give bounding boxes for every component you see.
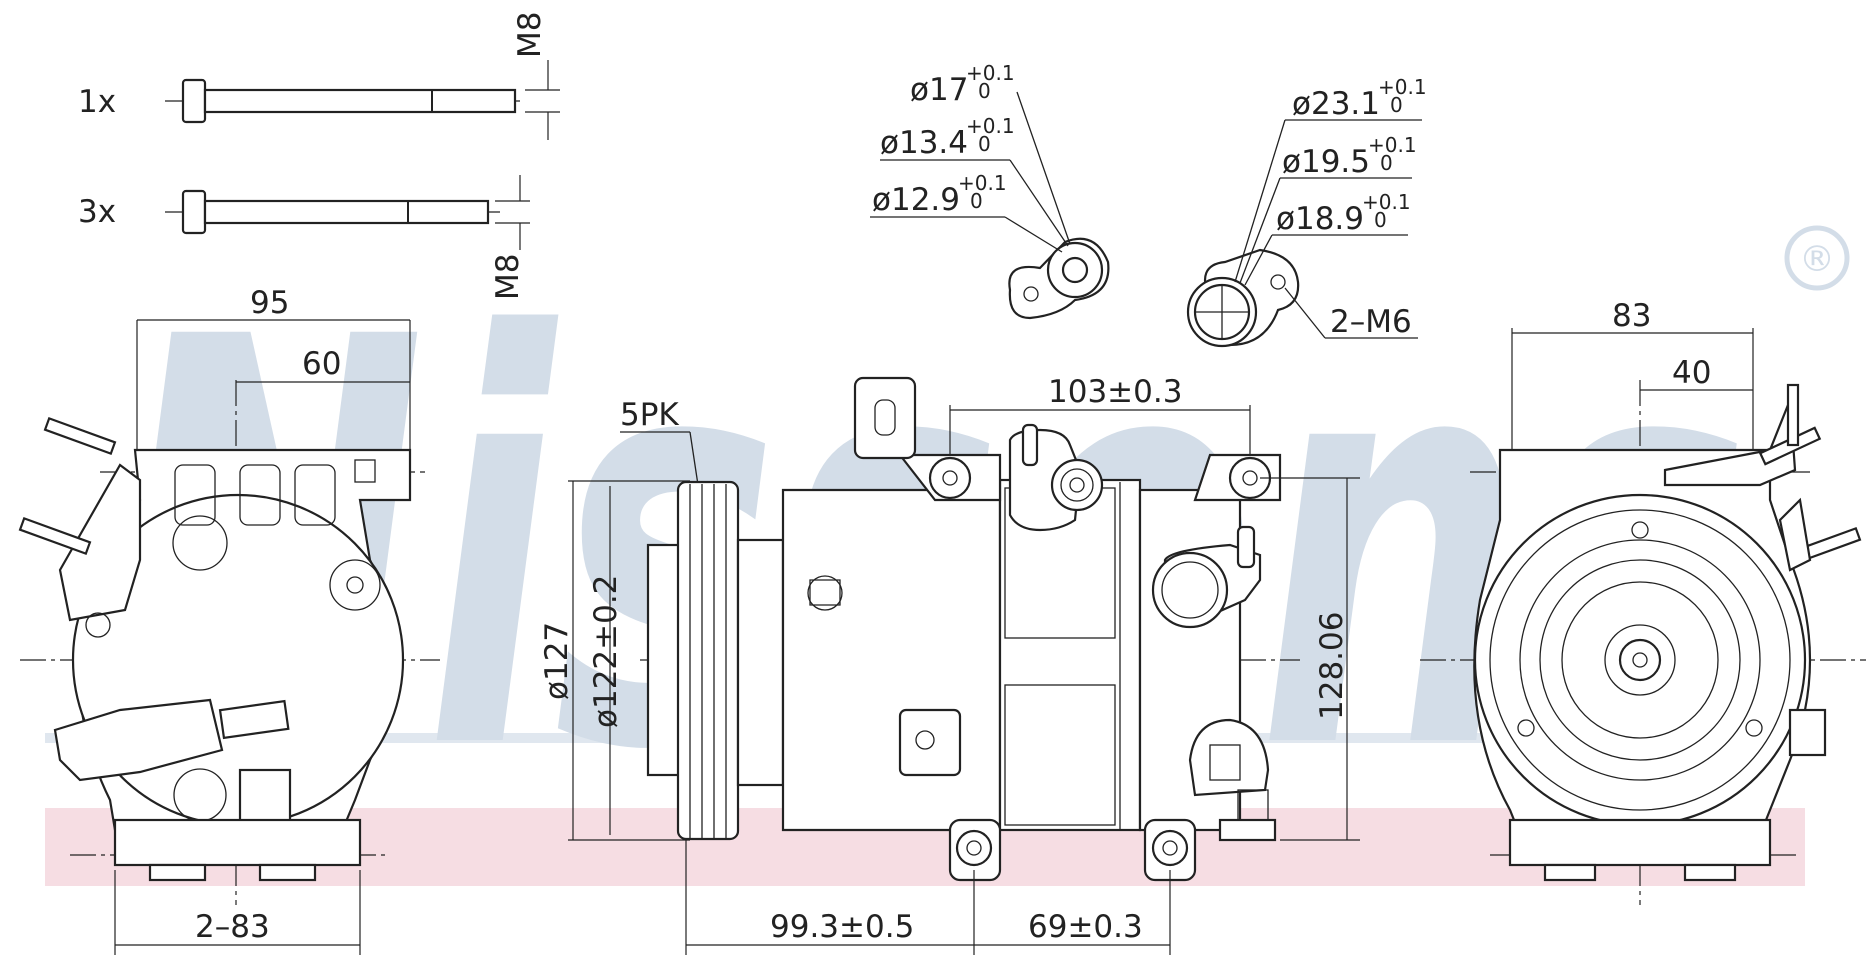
suction-dia-3: ø12.9 [872, 182, 960, 218]
discharge-dia-1: ø23.1 [1292, 86, 1380, 122]
bolt-3x: 3x M8 [78, 175, 530, 300]
left-inner-label: 60 [302, 346, 341, 382]
svg-text:0: 0 [970, 189, 983, 213]
suction-fitting: ø17 +0.1 0 ø13.4 +0.1 0 ø12.9 +0.1 0 [870, 61, 1110, 320]
bolt-3x-thread: M8 [490, 254, 526, 300]
bolt-3x-qty: 3x [78, 194, 116, 230]
discharge-fitting: ø23.1 +0.1 0 ø19.5 +0.1 0 ø18.9 +0.1 0 2… [1186, 75, 1427, 348]
suction-dia-2: ø13.4 [880, 125, 968, 161]
svg-text:0: 0 [978, 132, 991, 156]
registered-mark: ® [1799, 239, 1835, 280]
registered-icon [1784, 225, 1850, 291]
discharge-dia-2: ø19.5 [1282, 144, 1370, 180]
left-bottom-label: 2–83 [195, 909, 270, 945]
svg-text:0: 0 [978, 79, 991, 103]
svg-text:+0.1: +0.1 [966, 114, 1015, 138]
svg-text:0: 0 [1374, 208, 1387, 232]
bolt-1x-thread: M8 [512, 12, 548, 58]
mount-spacing-label: 103±0.3 [1048, 374, 1182, 410]
fitting-thread: 2–M6 [1330, 304, 1412, 340]
dia-127-label: ø127 [539, 622, 575, 700]
svg-text:+0.1: +0.1 [1368, 133, 1417, 157]
svg-text:+0.1: +0.1 [958, 171, 1007, 195]
front-view: 83 40 [1420, 298, 1866, 905]
left-width-label: 95 [250, 285, 289, 321]
left-view: 95 60 2–83 [18, 285, 440, 955]
right-width-label: 83 [1612, 298, 1651, 334]
pulley-label: 5PK [620, 397, 679, 433]
bolt-1x: 1x M8 [78, 12, 560, 140]
height-label: 128.06 [1314, 612, 1350, 720]
bolt-1x-qty: 1x [78, 84, 116, 120]
svg-text:+0.1: +0.1 [1362, 190, 1411, 214]
dia-122-label: ø122±0.2 [588, 575, 624, 728]
length-2-label: 69±0.3 [1028, 909, 1143, 945]
suction-dia-1: ø17 [910, 72, 968, 108]
right-inner-label: 40 [1672, 355, 1711, 391]
length-1-label: 99.3±0.5 [770, 909, 914, 945]
svg-text:0: 0 [1390, 93, 1403, 117]
svg-text:0: 0 [1380, 151, 1393, 175]
side-view: ø127 ø122±0.2 5PK [539, 374, 1360, 955]
discharge-dia-3: ø18.9 [1276, 201, 1364, 237]
svg-text:+0.1: +0.1 [1378, 75, 1427, 99]
svg-text:+0.1: +0.1 [966, 61, 1015, 85]
